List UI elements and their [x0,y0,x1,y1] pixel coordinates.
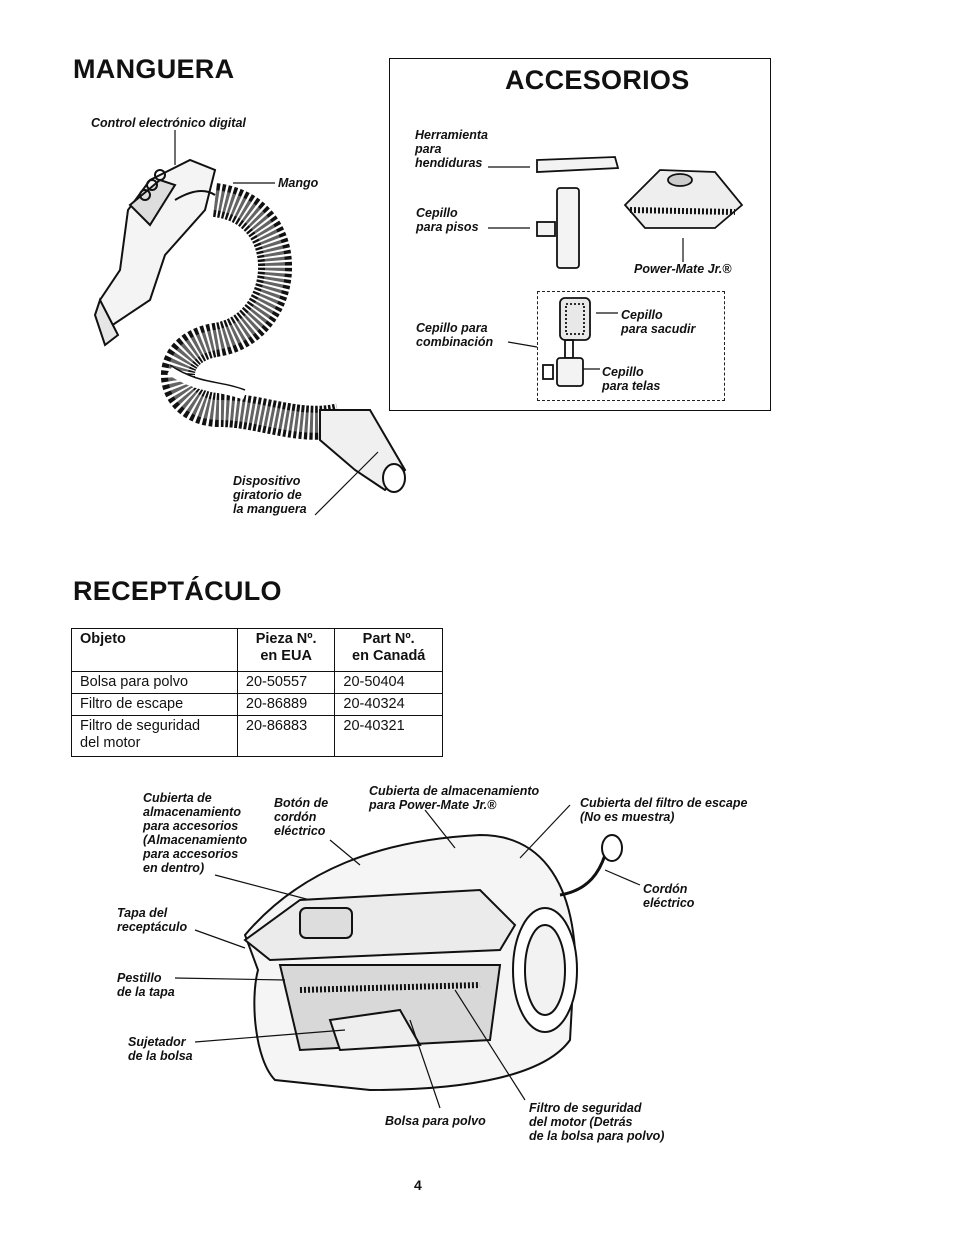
cell-part-canada: 20-40321 [334,715,443,757]
label-bolsa-polvo: Bolsa para polvo [385,1114,486,1128]
label-boton-cordon: Botón de cordón eléctrico [274,796,329,838]
accessories-illustration [488,156,744,387]
label-cordon-electrico: Cordón eléctrico [643,882,695,910]
label-cubierta-accesorios: Cubierta de almacenamiento para accesori… [143,791,248,875]
header-part-canada: Part Nº. en Canadá [334,628,443,672]
cell-pieza-eua: 20-86889 [236,693,336,716]
parts-table: Objeto Pieza Nº. en EUA Part Nº. en Cana… [71,628,443,757]
label-filtro-seguridad: Filtro de seguridad del motor (Detrás de… [529,1101,665,1143]
cell-part-canada: 20-40324 [334,693,443,716]
accesorios-title: ACCESORIOS [505,65,690,95]
label-control-digital: Control electrónico digital [91,116,246,130]
page-number: 4 [414,1177,422,1193]
header-objeto: Objeto [71,628,238,672]
label-cubierta-powermate: Cubierta de almacenamiento para Power-Ma… [369,784,540,812]
label-telas: Cepillo para telas [602,365,661,393]
header-pieza-eua: Pieza Nº. en EUA [236,628,336,672]
table-row: Filtro de escape 20-86889 20-40324 [71,693,443,716]
label-cubierta-filtro: Cubierta del filtro de escape (No es mue… [580,796,748,824]
label-pestillo: Pestillo de la tapa [117,971,175,999]
cell-pieza-eua: 20-86883 [236,715,336,757]
label-mango: Mango [278,176,319,190]
cell-pieza-eua: 20-50557 [236,671,336,694]
cell-objeto: Filtro de seguridad del motor [71,715,238,757]
label-tapa-receptaculo: Tapa del receptáculo [117,906,188,934]
canister-illustration [174,804,641,1109]
label-dispositivo-giratorio: Dispositivo giratorio de la manguera [233,474,307,516]
table-row: Bolsa para polvo 20-50557 20-50404 [71,671,443,694]
label-sujetador: Sujetador de la bolsa [128,1035,193,1063]
label-sacudir: Cepillo para sacudir [621,308,696,336]
cell-objeto: Bolsa para polvo [71,671,238,694]
label-combinacion: Cepillo para combinación [416,321,494,349]
hose-illustration [93,130,407,516]
cell-objeto: Filtro de escape [71,693,238,716]
accesorios-box [389,58,771,411]
label-herramienta: Herramienta para hendiduras [415,128,488,170]
cell-part-canada: 20-50404 [334,671,443,694]
table-header-row: Objeto Pieza Nº. en EUA Part Nº. en Cana… [71,628,443,672]
label-cepillo-pisos: Cepillo para pisos [416,206,479,234]
table-row: Filtro de seguridad del motor 20-86883 2… [71,715,443,757]
manguera-title: MANGUERA [73,54,235,84]
label-powermate: Power-Mate Jr.® [634,262,732,276]
receptaculo-title: RECEPTÁCULO [73,576,282,606]
combo-dashed-frame [537,291,725,401]
